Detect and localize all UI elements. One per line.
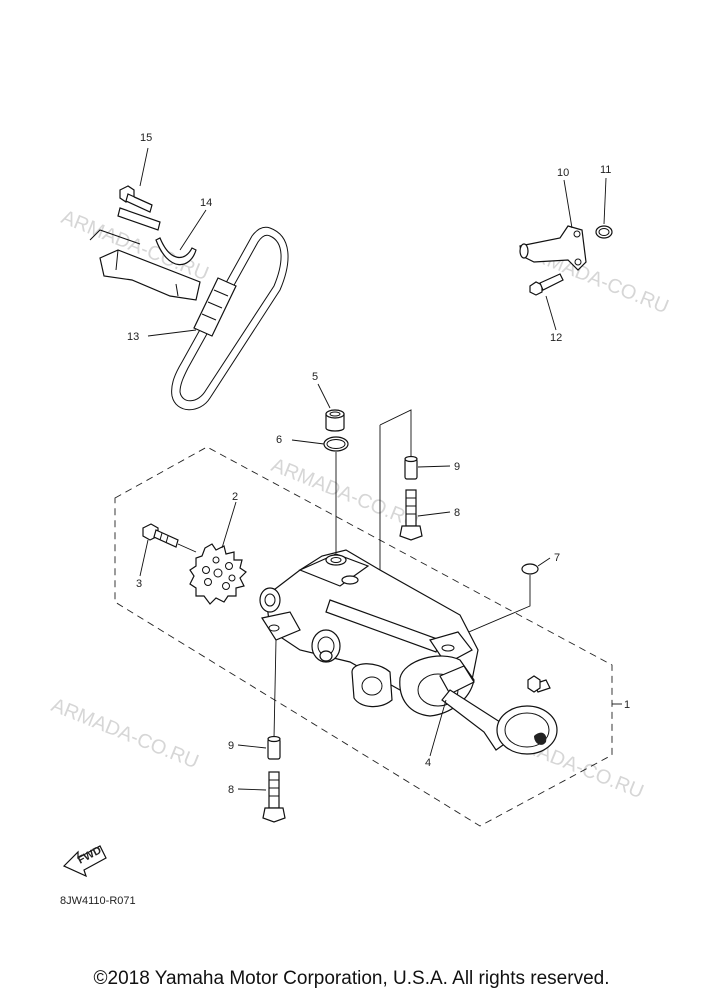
oil-pipe-10 xyxy=(519,225,587,271)
bolt-12 xyxy=(529,273,564,296)
watermark: ARMADA-CO.RU xyxy=(48,694,202,773)
watermark: ARMADA-CO.RU xyxy=(268,454,422,533)
callout-12: 12 xyxy=(550,332,562,344)
bolt-15 xyxy=(119,185,153,213)
callout-1: 1 xyxy=(624,699,630,711)
callout-11: 11 xyxy=(600,164,611,176)
callout-10: 10 xyxy=(557,167,569,179)
chain-guide-assembly xyxy=(89,185,289,411)
strainer-bolt xyxy=(527,675,551,693)
bolt-8-upper xyxy=(399,489,423,541)
callout-14: 14 xyxy=(200,197,212,209)
callout-9-lower: 9 xyxy=(228,740,234,752)
callout-4: 4 xyxy=(425,757,431,769)
chain-guide-14 xyxy=(89,229,201,301)
o-ring-11 xyxy=(595,225,613,239)
fwd-arrow-icon: FWD xyxy=(62,844,107,878)
dowel-pin-9-lower xyxy=(267,735,281,760)
bolt-8-lower xyxy=(262,771,286,823)
callout-2: 2 xyxy=(232,491,238,503)
callout-7: 7 xyxy=(554,552,560,564)
drive-chain-13 xyxy=(171,226,289,411)
bolt-3 xyxy=(142,523,179,548)
guide-plate xyxy=(117,207,161,231)
collar-5 xyxy=(325,409,345,432)
callout-3: 3 xyxy=(136,578,142,590)
copyright-notice: ©2018 Yamaha Motor Corporation, U.S.A. A… xyxy=(93,968,610,989)
callout-15: 15 xyxy=(140,132,152,144)
dowel-pin-9-upper xyxy=(404,455,418,480)
callout-9-upper: 9 xyxy=(454,461,460,473)
oil-pipe-assembly xyxy=(519,225,613,296)
o-ring-7 xyxy=(521,563,539,575)
callout-6: 6 xyxy=(276,434,282,446)
diagram-code: 8JW4110-R071 xyxy=(60,895,136,907)
callout-13: 13 xyxy=(127,331,139,343)
oil-strainer-4 xyxy=(439,665,558,755)
oil-pump-body xyxy=(259,549,479,717)
callout-8-upper: 8 xyxy=(454,507,460,519)
callout-5: 5 xyxy=(312,371,318,383)
callout-8-lower: 8 xyxy=(228,784,234,796)
pump-gear-2 xyxy=(189,543,247,605)
